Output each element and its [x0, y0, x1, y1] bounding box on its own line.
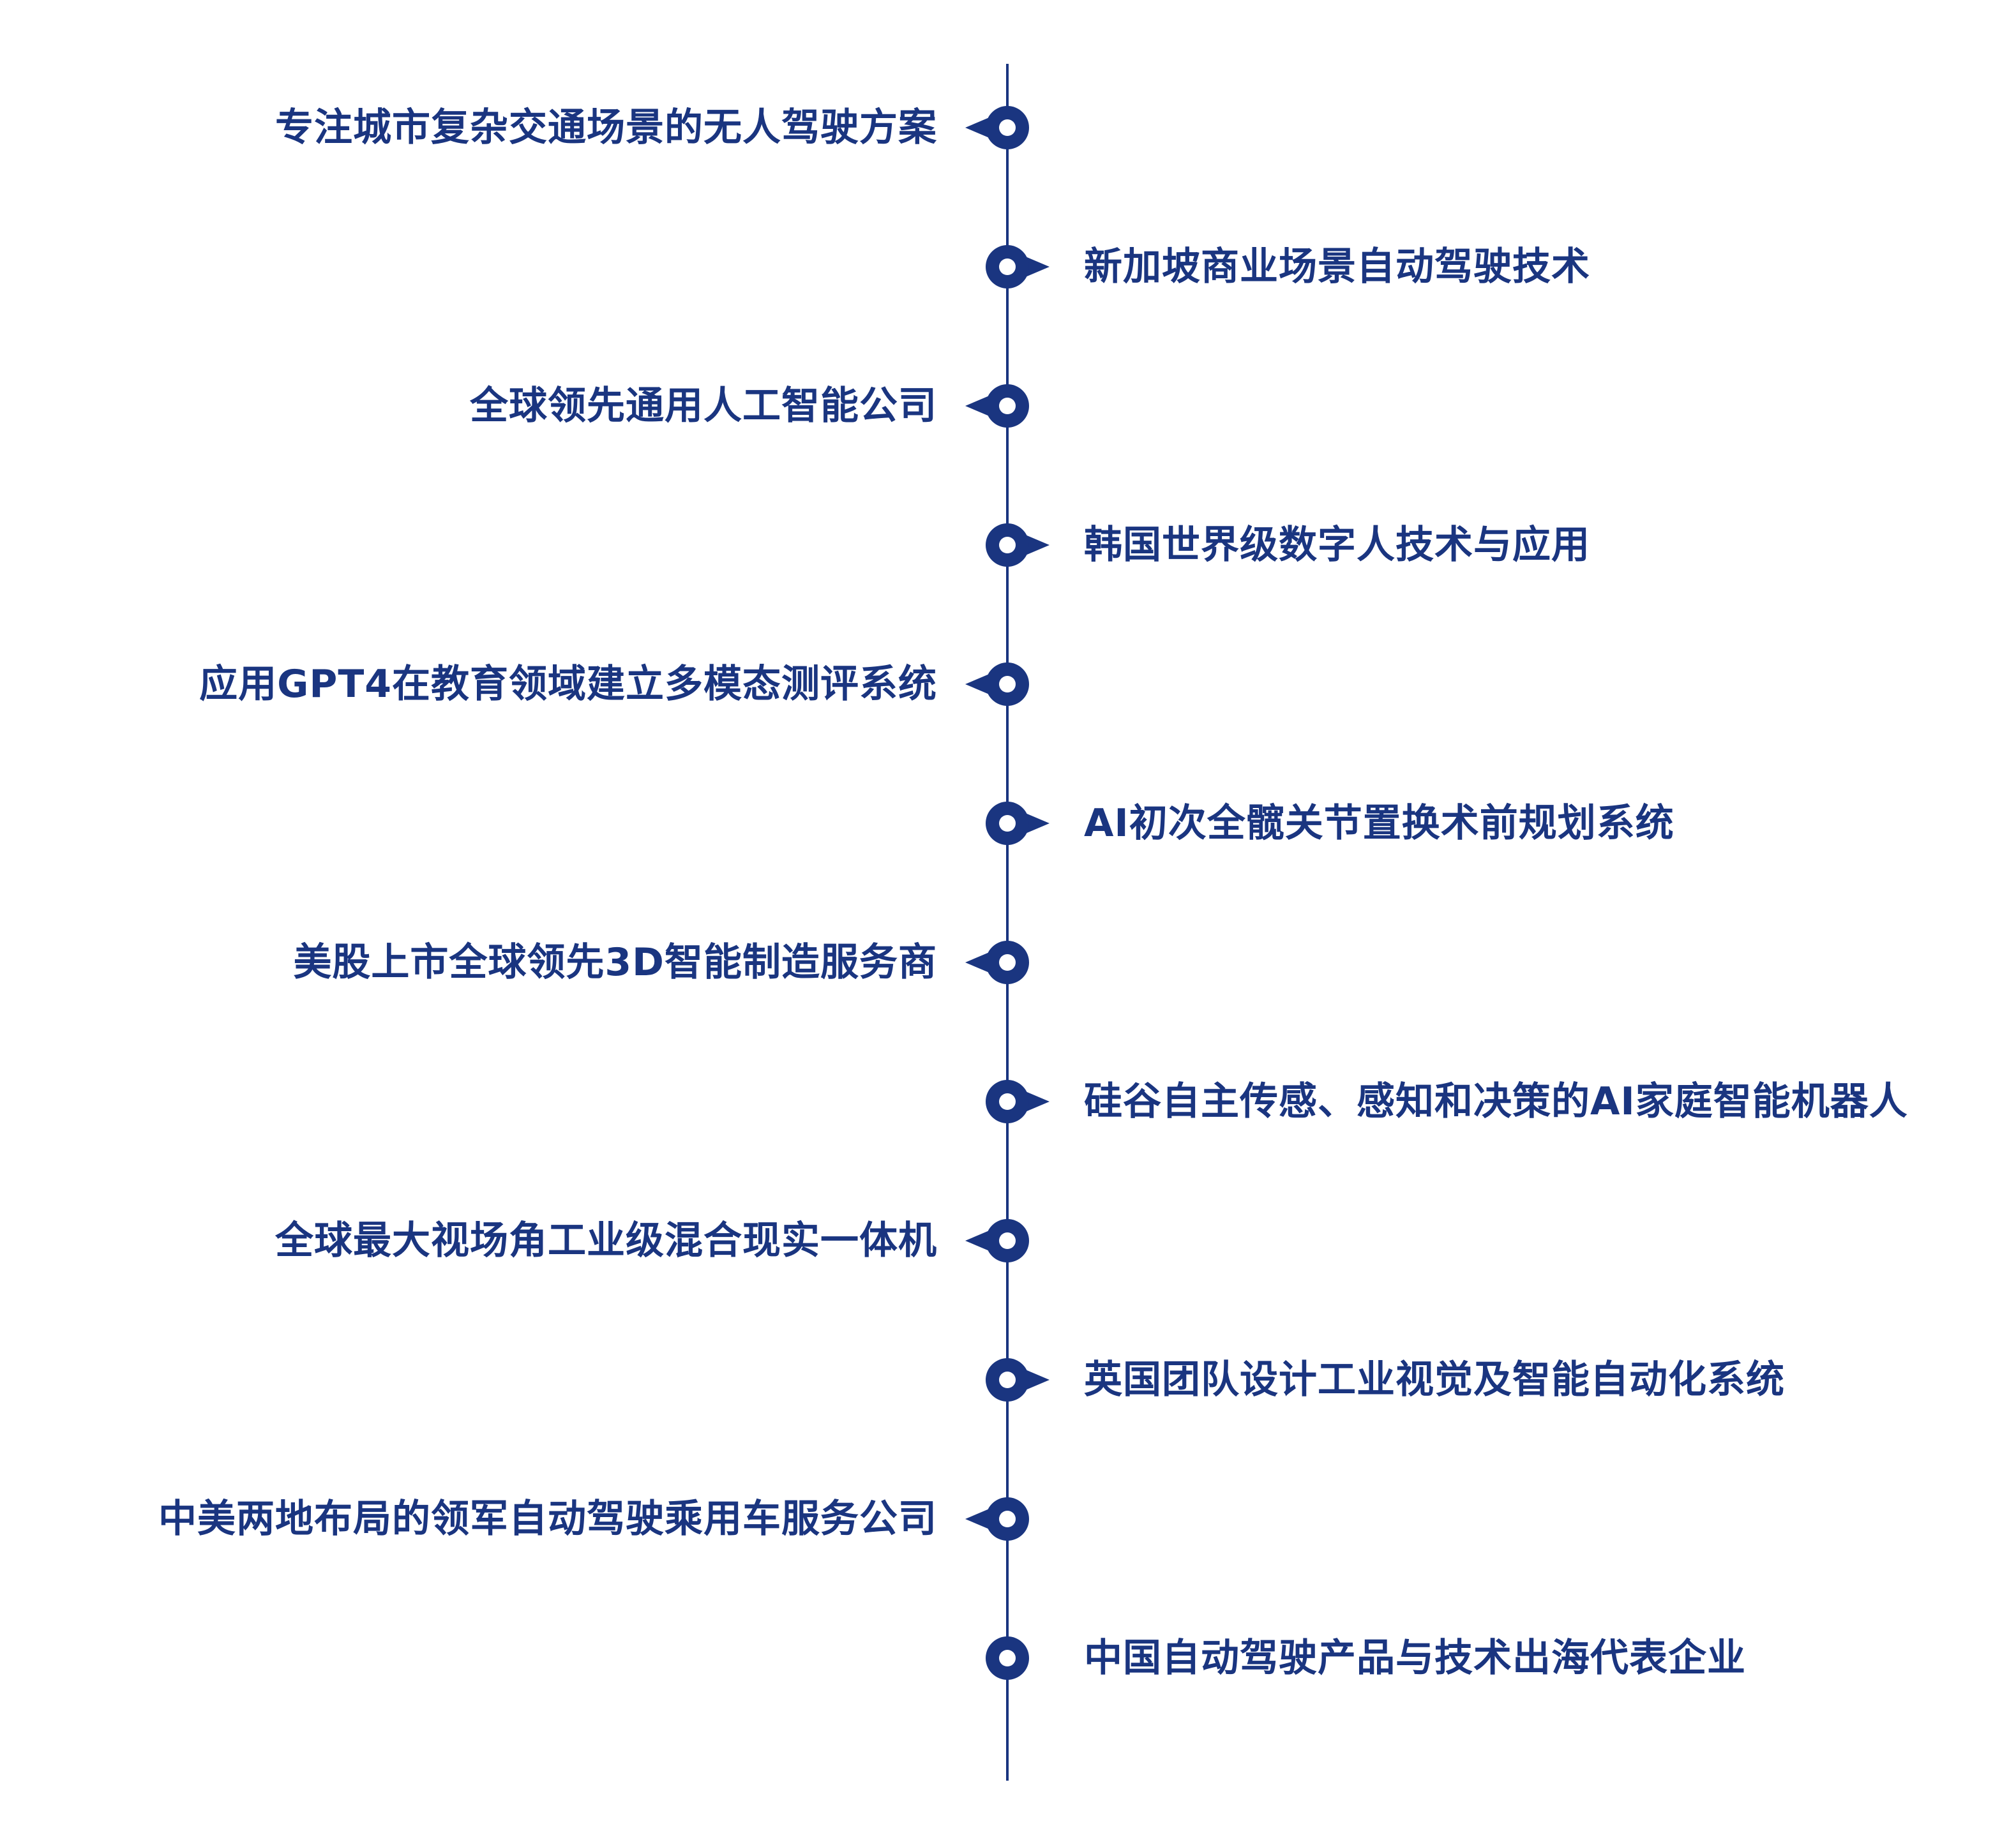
timeline-item-label-6: AI初次全髋关节置换术前规划系统 [1084, 801, 1674, 846]
timeline-item-label-10: 英国团队设计工业视觉及智能自动化系统 [1084, 1358, 1785, 1402]
marker-dot-center [999, 537, 1016, 553]
timeline-item-label-3: 全球领先通用人工智能公司 [470, 384, 937, 428]
marker-dot-center [999, 1372, 1016, 1388]
marker-dot-center [999, 954, 1016, 971]
timeline-marker-4 [986, 523, 1049, 567]
timeline-marker-12 [986, 1636, 1029, 1680]
timeline-item-label-2: 新加坡商业场景自动驾驶技术 [1084, 244, 1590, 289]
marker-dot-center [999, 398, 1016, 414]
timeline-markers [965, 106, 1049, 1680]
timeline-marker-8 [986, 1080, 1049, 1123]
timeline-marker-5 [965, 662, 1029, 706]
timeline-item-label-7: 美股上市全球领先3D智能制造服务商 [293, 940, 937, 985]
timeline-item-label-8: 硅谷自主传感、感知和决策的AI家庭智能机器人 [1084, 1079, 1908, 1124]
timeline-item-label-11: 中美两地布局的领军自动驾驶乘用车服务公司 [158, 1497, 937, 1541]
timeline-marker-10 [986, 1358, 1049, 1402]
timeline-item-label-5: 应用GPT4在教育领域建立多模态测评系统 [199, 662, 937, 707]
marker-dot-center [999, 1650, 1016, 1666]
marker-dot-center [999, 815, 1016, 832]
marker-dot-center [999, 1511, 1016, 1527]
timeline-marker-7 [965, 941, 1029, 984]
timeline-item-label-4: 韩国世界级数字人技术与应用 [1084, 523, 1590, 567]
timeline-marker-2 [986, 245, 1049, 288]
marker-dot-center [999, 1232, 1016, 1249]
marker-dot-center [999, 258, 1016, 275]
marker-dot-center [999, 1093, 1016, 1110]
timeline-marker-11 [965, 1497, 1029, 1541]
timeline-item-label-9: 全球最大视场角工业级混合现实一体机 [275, 1218, 937, 1263]
timeline-item-label-1: 专注城市复杂交通场景的无人驾驶方案 [275, 105, 937, 150]
timeline-marker-6 [986, 802, 1049, 845]
timeline-marker-9 [965, 1219, 1029, 1262]
timeline-marker-1 [965, 106, 1029, 149]
timeline-item-label-12: 中国自动驾驶产品与技术出海代表企业 [1084, 1636, 1746, 1680]
marker-dot-center [999, 119, 1016, 136]
timeline-marker-3 [965, 384, 1029, 428]
marker-dot-center [999, 676, 1016, 692]
